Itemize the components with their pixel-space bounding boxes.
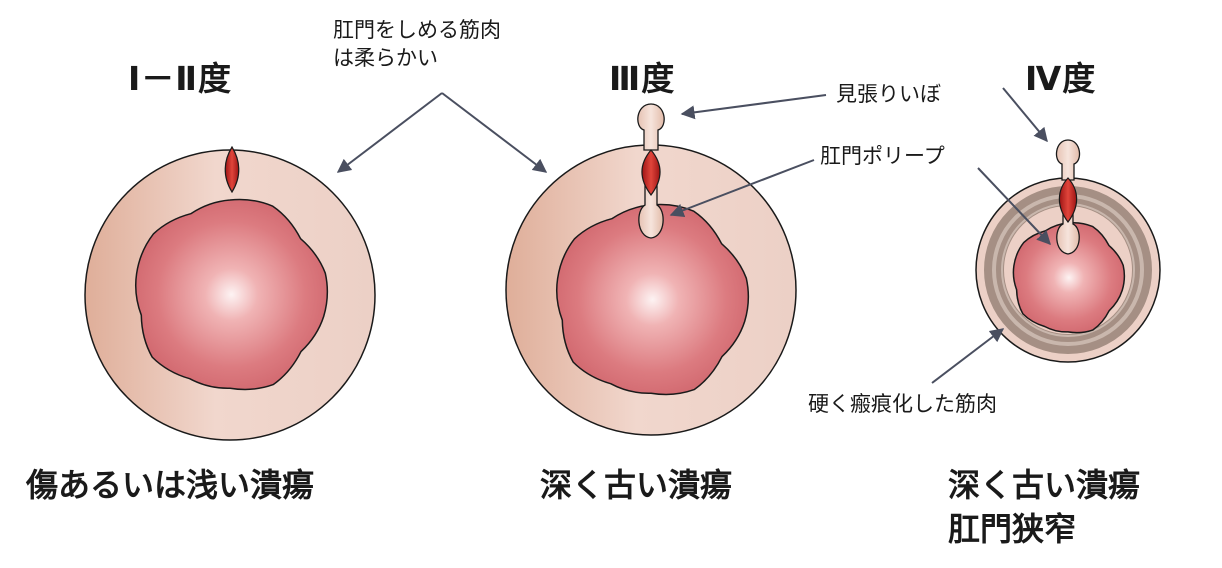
stage-3-anus — [505, 103, 797, 436]
sentinel-pile — [1055, 139, 1081, 181]
arrow-polyp-3 — [669, 159, 815, 218]
anal-polyp-label: 肛門ポリープ — [820, 144, 945, 168]
fissure-ulcer — [1058, 177, 1078, 224]
stage-1-2-title: Ⅰ－Ⅱ度 — [128, 59, 233, 98]
stage-1-2-caption: 傷あるいは浅い潰瘍 — [26, 463, 314, 507]
arrow-soft-muscle-left — [336, 92, 443, 173]
arrow-soft-muscle-right — [441, 92, 548, 173]
stage-1-2-anus — [84, 145, 376, 441]
arrow-scarred-muscle — [931, 328, 1005, 384]
stage-4-anus — [975, 139, 1161, 363]
soft-muscle-label-line-2: は柔らかい — [333, 46, 438, 70]
scarred-muscle-label: 硬く瘢痕化した筋肉 — [808, 392, 997, 416]
stage-3-caption: 深く古い潰瘍 — [540, 463, 732, 507]
lumen — [134, 198, 329, 391]
soft-muscle-label-line-1: 肛門をしめる筋肉 — [333, 18, 501, 42]
stage-4-title: Ⅳ度 — [1025, 59, 1097, 98]
stage-3-caption-line-1: 深く古い潰瘍 — [540, 466, 733, 504]
arrow-sentinel-pile-4 — [1002, 87, 1048, 143]
stage-3-title: Ⅲ度 — [609, 59, 676, 98]
arrow-polyp-4 — [977, 167, 1051, 246]
annotation-arrows — [336, 87, 1051, 384]
lumen — [555, 203, 750, 396]
stage-1-2-caption-line-1: 傷あるいは浅い潰瘍 — [26, 466, 315, 504]
fissure-ulcer — [224, 145, 240, 194]
lumen — [1012, 221, 1126, 334]
arrow-sentinel-pile-3 — [680, 94, 827, 120]
anal-polyp — [1056, 204, 1080, 255]
stage-4-caption: 深く古い潰瘍 肛門狭窄 — [948, 463, 1140, 551]
stage-4-caption-line-2: 肛門狭窄 — [948, 510, 1077, 548]
sentinel-pile — [637, 103, 665, 151]
anal-polyp — [638, 184, 664, 239]
fissure-ulcer — [641, 149, 661, 196]
stage-4-caption-line-1: 深く古い潰瘍 — [948, 466, 1141, 504]
sentinel-pile-label: 見張りいぼ — [836, 82, 941, 106]
soft-muscle-label: 肛門をしめる筋肉 は柔らかい — [333, 16, 501, 72]
